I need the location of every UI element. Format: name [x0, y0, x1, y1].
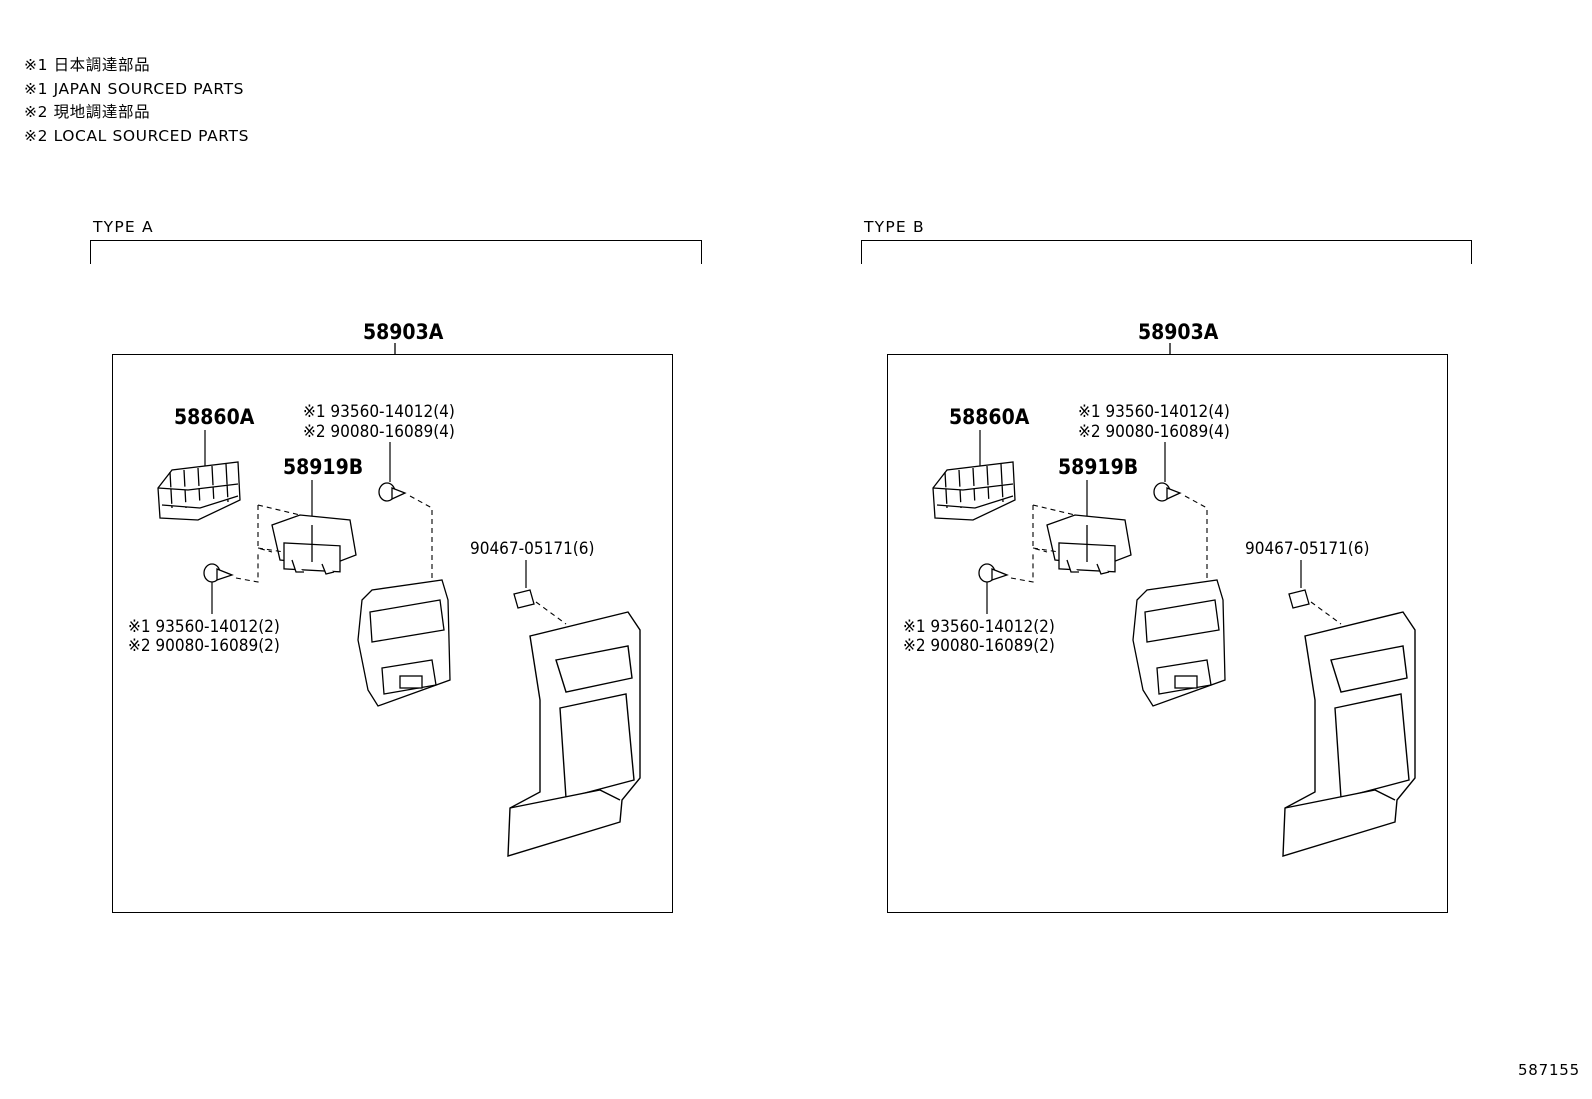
- vent-bezel-drawing: [1046, 514, 1132, 575]
- note-japan-jp: ※1 日本調達部品: [24, 56, 151, 74]
- assembly-part-label: 58903A: [363, 320, 444, 344]
- bezel-part-label: 58919B: [283, 455, 363, 479]
- clip-drawing: [513, 589, 535, 609]
- center-panel-drawing: [357, 579, 451, 707]
- top-screw-label-2: ※2 90080-16089(4): [303, 422, 455, 442]
- clip-label: 90467-05171(6): [1245, 539, 1369, 559]
- top-screw-drawing: [378, 482, 407, 502]
- bottom-screw-label-2: ※2 90080-16089(2): [128, 636, 280, 656]
- register-vent-drawing: [157, 461, 241, 521]
- note-japan-en: ※1 JAPAN SOURCED PARTS: [24, 79, 245, 98]
- type-a-diagram: 58903A 58860A 58919B ※1 93560-14012(4) ※…: [128, 320, 641, 857]
- top-screw-label-2: ※2 90080-16089(4): [1078, 422, 1230, 442]
- note-local-en: ※2 LOCAL SOURCED PARTS: [24, 126, 250, 145]
- sourcing-notes: ※1 日本調達部品 ※1 JAPAN SOURCED PARTS ※2 現地調達…: [24, 54, 249, 148]
- top-screw-drawing: [1153, 482, 1182, 502]
- clip-label: 90467-05171(6): [470, 539, 594, 559]
- center-panel-drawing: [1132, 579, 1226, 707]
- bottom-screw-label-1: ※1 93560-14012(2): [128, 617, 280, 637]
- bottom-screw-label-1: ※1 93560-14012(2): [903, 617, 1055, 637]
- catalog-number: 587155: [1517, 1061, 1580, 1079]
- vent-part-label: 58860A: [949, 405, 1030, 429]
- bottom-screw-label-2: ※2 90080-16089(2): [903, 636, 1055, 656]
- clip-drawing: [1288, 589, 1310, 609]
- note-local-jp: ※2 現地調達部品: [24, 103, 151, 121]
- top-screw-label-1: ※1 93560-14012(4): [1078, 402, 1230, 422]
- assembly-part-label: 58903A: [1138, 320, 1219, 344]
- type-a-bracket: [90, 240, 702, 264]
- bottom-screw-drawing: [203, 563, 234, 583]
- vent-bezel-drawing: [271, 514, 357, 575]
- top-screw-label-1: ※1 93560-14012(4): [303, 402, 455, 422]
- type-b-bracket: [861, 240, 1472, 264]
- console-cover-drawing: [507, 611, 641, 857]
- type-b-diagram: 58903A 58860A 58919B ※1 93560-14012(4) ※…: [903, 320, 1416, 857]
- console-cover-drawing: [1282, 611, 1416, 857]
- type-a-parts-box: [112, 354, 673, 913]
- register-vent-drawing: [932, 461, 1016, 521]
- bottom-screw-drawing: [978, 563, 1009, 583]
- type-b-parts-box: [887, 354, 1448, 913]
- type-b-label: TYPE B: [864, 218, 925, 236]
- vent-part-label: 58860A: [174, 405, 255, 429]
- bezel-part-label: 58919B: [1058, 455, 1138, 479]
- type-a-label: TYPE A: [93, 218, 154, 236]
